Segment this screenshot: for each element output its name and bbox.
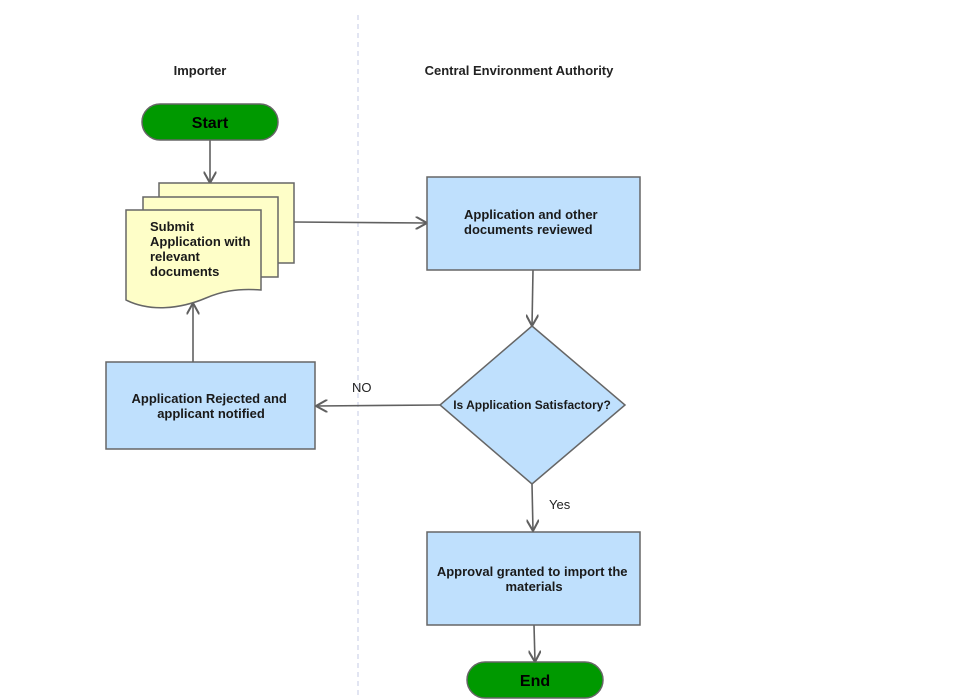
review-node[interactable]: Application and other documents reviewed [426,176,641,271]
lane-title-importer: Importer [174,63,227,78]
decision-shape [438,325,627,485]
rejected-shape [105,361,316,450]
edges [193,140,535,662]
submit-label-line-2: Application with [150,234,250,249]
edge-label-no: NO [352,380,372,395]
submit-application-node[interactable]: Submit Application with relevant documen… [125,182,295,309]
end-node[interactable]: End [466,661,604,699]
review-label-line-1: Application and other [464,207,598,222]
submit-label-line-4: documents [150,264,219,279]
rejected-label: Application Rejected and applicant notif… [132,391,291,421]
edge-review-to-decision [532,269,533,326]
review-shape [426,176,641,271]
approval-label: Approval granted to import the materials [437,564,631,594]
decision-label: Is Application Satisfactory? [453,398,611,412]
approval-node[interactable]: Approval granted to import the materials [426,531,641,626]
approval-label-line-2: materials [505,579,562,594]
start-shape [141,103,279,141]
end-label: End [520,673,550,690]
review-label: Application and other documents reviewed [464,207,601,237]
submit-label-line-3: relevant [150,249,201,264]
rejected-label-line-2: applicant notified [157,406,265,421]
rejected-node[interactable]: Application Rejected and applicant notif… [105,361,316,450]
lane-title-authority: Central Environment Authority [425,63,615,78]
edge-submit-to-review [293,222,427,223]
start-node[interactable]: Start [141,103,279,141]
approval-label-line-1: Approval granted to import the [437,564,628,579]
rejected-label-line-1: Application Rejected and [132,391,287,406]
decision-node[interactable]: Is Application Satisfactory? [438,325,627,485]
submit-label: Submit Application with relevant documen… [150,219,254,279]
start-label: Start [192,115,229,132]
edge-decision-to-rejected [316,405,441,406]
edge-approval-to-end [534,624,535,662]
approval-shape [426,531,641,626]
end-shape [466,661,604,699]
submit-label-line-1: Submit [150,219,195,234]
edge-label-yes: Yes [549,497,571,512]
document-page-front [125,209,262,309]
edge-decision-to-approval [532,483,533,531]
review-label-line-2: documents reviewed [464,222,593,237]
